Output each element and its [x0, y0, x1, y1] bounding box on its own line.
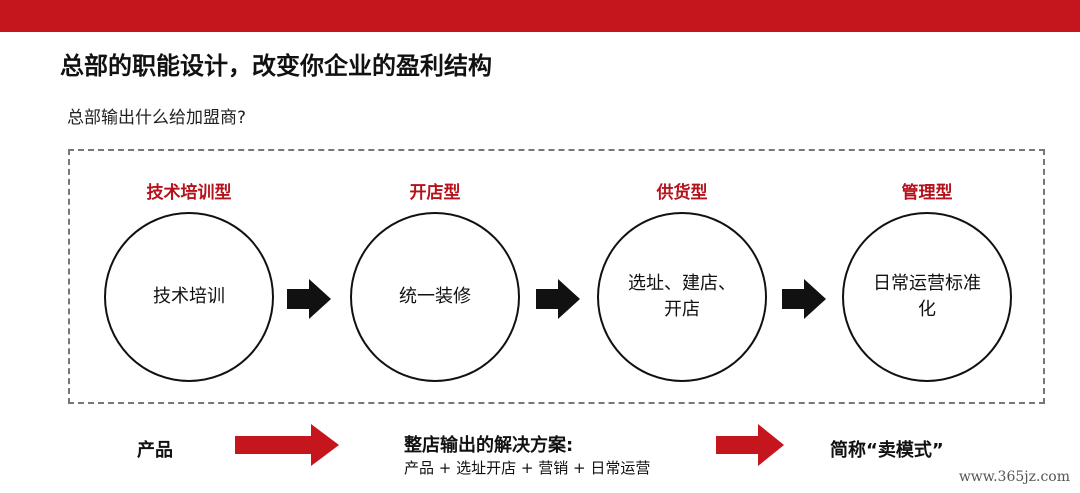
stage-circle: 技术培训: [104, 212, 274, 382]
stage-text: 选址、建店、开店: [628, 273, 736, 320]
stage-circle: 日常运营标准化: [842, 212, 1012, 382]
stage-text: 技术培训: [153, 286, 225, 307]
bottom-solution-detail: 产品 + 选址开店 + 营销 + 日常运营: [404, 459, 651, 477]
stage-label: 管理型: [901, 183, 953, 203]
bottom-product-label: 产品: [137, 440, 173, 461]
page-title: 总部的职能设计，改变你企业的盈利结构: [60, 52, 492, 80]
arrow-right-icon: [287, 279, 331, 319]
stage-label: 开店型: [409, 183, 461, 203]
arrow-right-icon: [536, 279, 580, 319]
bottom-model-label: 简称“卖模式”: [830, 440, 944, 461]
red-arrow-right-icon: [716, 424, 784, 466]
arrow-right-icon: [782, 279, 826, 319]
stages-container: [68, 149, 1045, 404]
stage-text: 日常运营标准化: [873, 273, 981, 320]
stage-label: 技术培训型: [146, 183, 232, 203]
stage-label: 供货型: [656, 183, 708, 203]
bottom-solution-title: 整店输出的解决方案:: [404, 435, 574, 456]
stage-circle: 统一装修: [350, 212, 520, 382]
watermark: www.365jz.com: [958, 469, 1070, 485]
top-banner: [0, 0, 1080, 32]
red-arrow-right-icon: [235, 424, 339, 466]
page-subtitle: 总部输出什么给加盟商?: [67, 108, 247, 128]
stage-circle: 选址、建店、开店: [597, 212, 767, 382]
stage-text: 统一装修: [399, 286, 471, 307]
